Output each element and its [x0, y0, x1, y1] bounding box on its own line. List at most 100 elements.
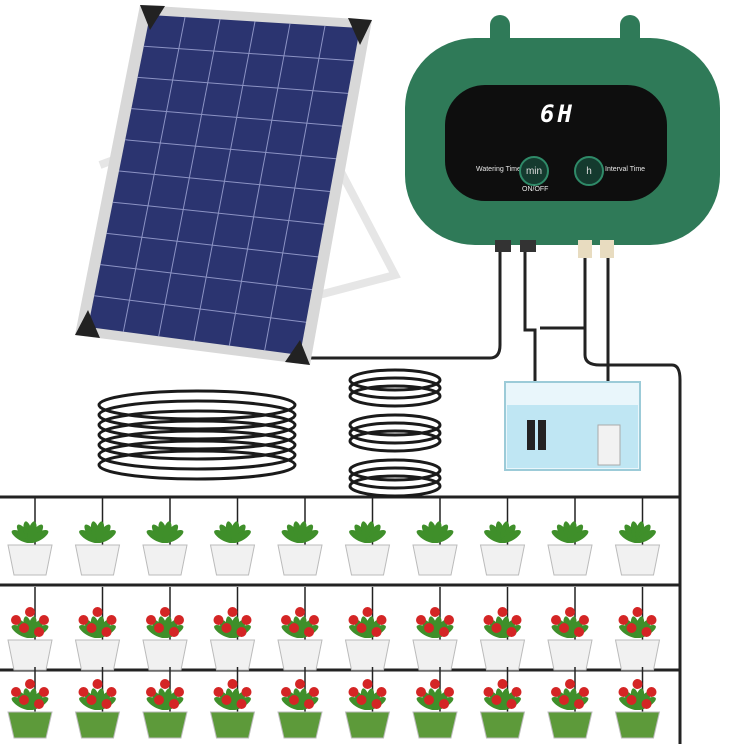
pot	[547, 544, 593, 576]
flower	[92, 679, 103, 689]
flower	[146, 687, 156, 697]
potted-plant	[412, 587, 458, 671]
flower	[565, 607, 575, 617]
flower	[25, 679, 35, 689]
flower	[559, 623, 569, 633]
flower	[618, 687, 629, 697]
flower	[160, 679, 170, 689]
panel-cell-line	[193, 21, 256, 342]
flower	[646, 687, 657, 697]
watering-time-label: Watering Time	[476, 166, 521, 173]
pot	[277, 639, 323, 671]
flower	[11, 687, 21, 697]
flower	[439, 627, 449, 637]
potted-plant	[344, 587, 391, 671]
flower	[174, 615, 184, 625]
flower	[169, 699, 179, 709]
pot	[412, 711, 458, 739]
pot	[74, 544, 121, 576]
flower	[281, 615, 291, 625]
flower	[565, 679, 575, 689]
timer-display: 6H	[540, 100, 575, 128]
flower	[430, 607, 440, 617]
flower	[295, 607, 305, 617]
pot	[479, 711, 526, 739]
flower	[497, 679, 508, 689]
flower	[483, 687, 494, 697]
flower	[304, 699, 314, 709]
pot	[142, 544, 188, 576]
potted-plant	[614, 587, 661, 671]
flower	[281, 687, 291, 697]
potted-plant	[614, 667, 661, 739]
pot	[614, 639, 661, 671]
potted-plant	[614, 497, 661, 576]
pot	[7, 544, 53, 576]
potted-plant	[7, 497, 53, 576]
pot	[412, 544, 458, 576]
flower	[34, 699, 44, 709]
potted-plant	[277, 667, 323, 739]
water-container	[504, 381, 641, 471]
flower	[362, 679, 373, 689]
pot	[7, 639, 53, 671]
min-button[interactable]: min	[519, 156, 549, 186]
flower	[444, 615, 454, 625]
potted-plant	[74, 587, 121, 671]
flower	[11, 615, 21, 625]
pot	[142, 711, 188, 739]
onoff-label: ON/OFF	[522, 186, 549, 193]
tubing-coils-small	[348, 368, 442, 498]
flower	[574, 627, 584, 637]
potted-plant	[344, 667, 391, 739]
flower	[34, 627, 44, 637]
flower	[19, 623, 29, 633]
pot	[74, 639, 121, 671]
flower	[227, 607, 238, 617]
pot	[479, 639, 526, 671]
potted-plant	[74, 497, 121, 576]
flower	[289, 623, 299, 633]
potted-plant	[209, 587, 256, 671]
flower	[371, 627, 382, 637]
flower	[416, 687, 426, 697]
panel-cell-line	[158, 19, 221, 337]
pot	[479, 544, 526, 576]
potted-plant	[412, 497, 458, 576]
flower	[348, 687, 359, 697]
flower	[241, 615, 252, 625]
pot	[74, 711, 121, 739]
potted-plant	[142, 497, 188, 576]
flower	[483, 615, 494, 625]
h-button[interactable]: h	[574, 156, 604, 186]
flower	[154, 623, 164, 633]
flower	[86, 623, 97, 633]
pot	[209, 544, 256, 576]
pot	[614, 544, 661, 576]
flower	[632, 607, 643, 617]
potted-plant	[412, 667, 458, 739]
flower	[579, 687, 589, 697]
potted-plant	[209, 667, 256, 739]
potted-plant	[142, 587, 188, 671]
flower	[551, 615, 561, 625]
flower	[424, 695, 434, 705]
pot	[209, 639, 256, 671]
potted-plant	[277, 587, 323, 671]
pot	[209, 711, 256, 739]
leaf	[163, 530, 184, 543]
flower	[106, 615, 117, 625]
potted-plants	[7, 497, 661, 739]
flower	[19, 695, 29, 705]
flower	[92, 607, 103, 617]
flower	[362, 607, 373, 617]
flower	[101, 627, 112, 637]
flower	[574, 699, 584, 709]
panel-cell-line	[264, 25, 326, 351]
flower	[491, 623, 502, 633]
flower	[304, 627, 314, 637]
flower	[309, 687, 319, 697]
flower	[551, 687, 561, 697]
